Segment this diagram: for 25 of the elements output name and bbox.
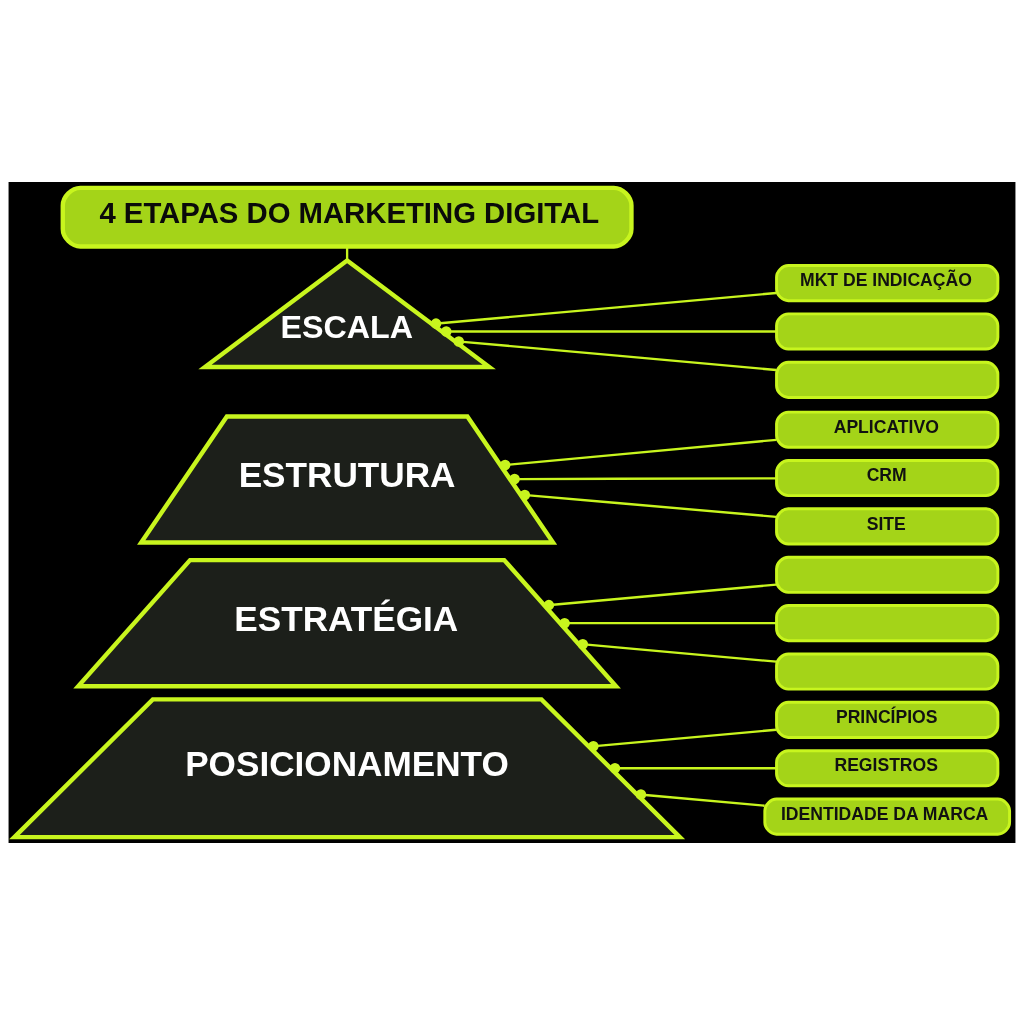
connector (499, 438, 777, 470)
node-box: CRM (775, 458, 1000, 497)
node-box (775, 360, 1000, 399)
connector (609, 762, 776, 774)
node-box: MKT DE INDICAÇÃO (775, 263, 1000, 302)
connector (635, 788, 765, 807)
connector (440, 325, 777, 337)
connector (543, 582, 777, 610)
node-box: 4 ETAPAS DO MARKETING DIGITAL (60, 185, 634, 249)
node-box: APLICATIVO (775, 410, 1000, 449)
connector (509, 473, 777, 484)
node-box (775, 555, 1000, 594)
connector (588, 728, 777, 751)
node-box: IDENTIDADE DA MARCA (763, 797, 1012, 836)
node-box: PRINCÍPIOS (775, 700, 1000, 739)
connector (519, 489, 777, 518)
node-box (775, 651, 1000, 691)
node-box (775, 311, 1000, 351)
connector (577, 638, 777, 663)
node-box: REGISTROS (775, 748, 1000, 787)
connector (559, 617, 777, 628)
node-box (775, 603, 1000, 642)
node-box: SITE (775, 506, 1000, 545)
connector (430, 291, 777, 329)
connector (453, 335, 777, 371)
